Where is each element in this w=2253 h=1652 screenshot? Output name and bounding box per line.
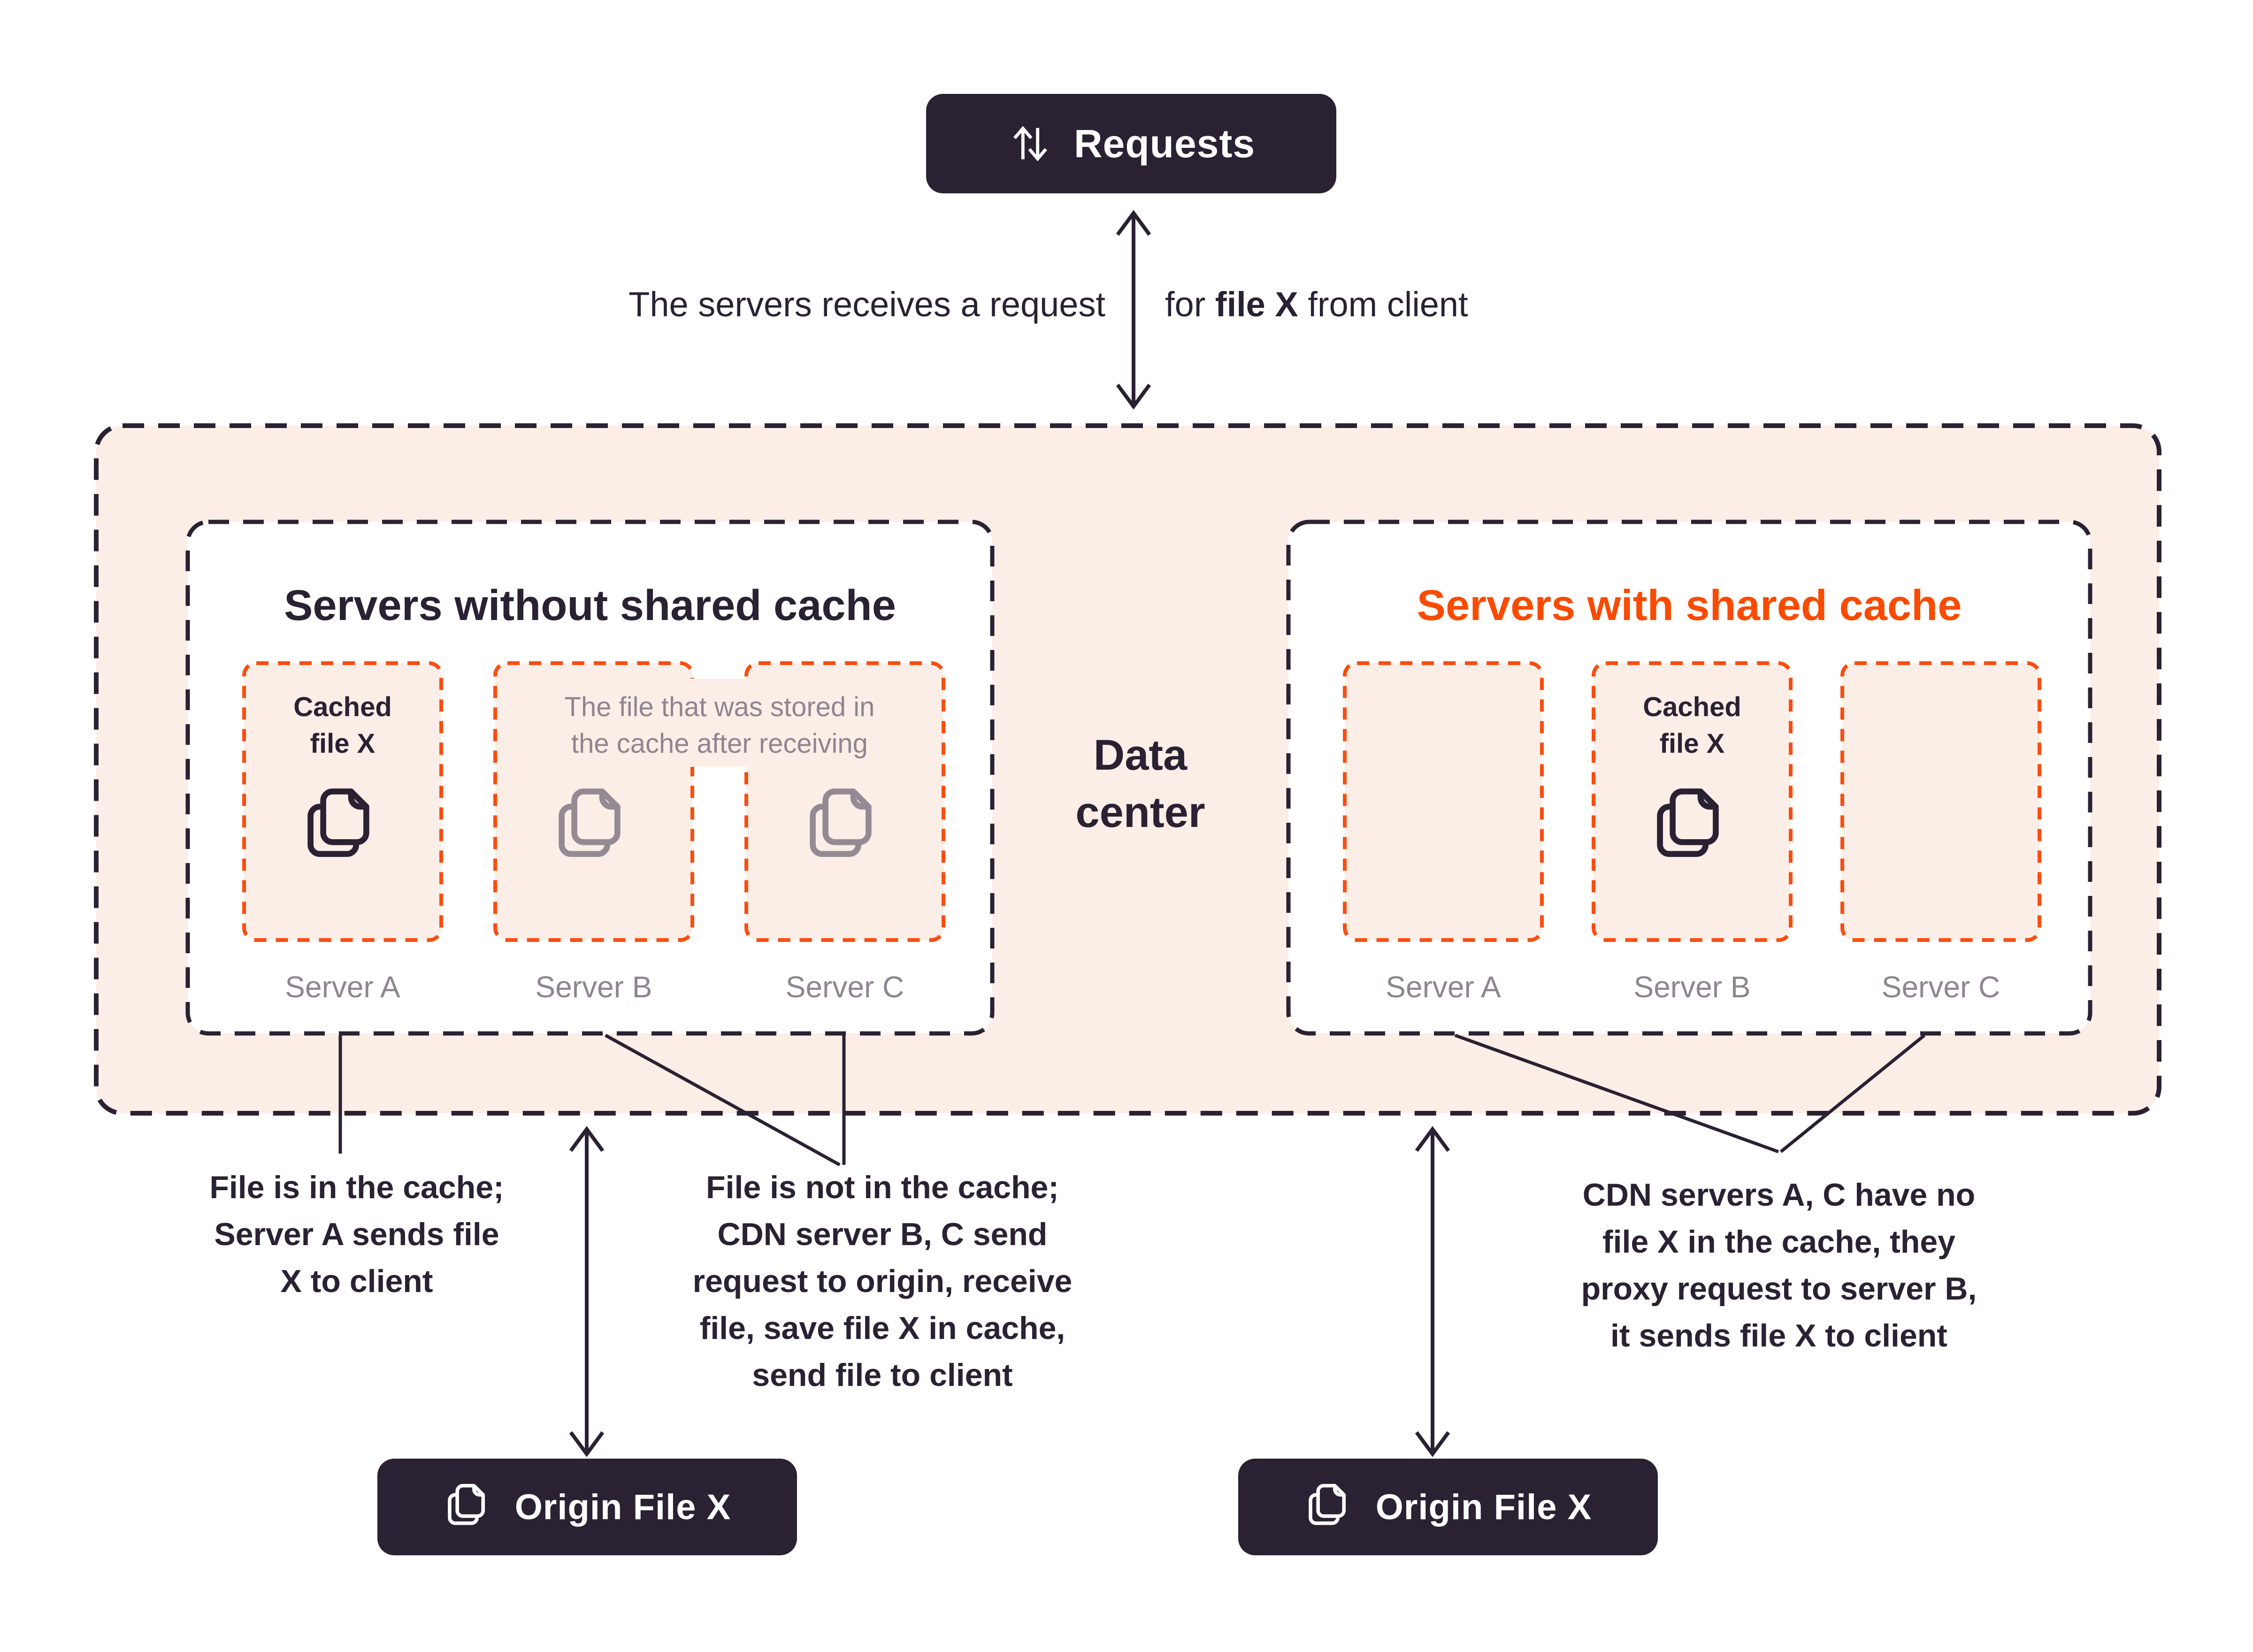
origin-file-badge-right: Origin File X (1238, 1459, 1658, 1555)
origin-file-label: Origin File X (1375, 1487, 1592, 1527)
server-a-label-left: Server A (285, 970, 400, 1004)
stored-file-caption: The file that was stored in the cache af… (564, 692, 875, 759)
server-c-label-left: Server C (785, 970, 904, 1004)
server-b-label-left: Server B (535, 970, 652, 1004)
server-c-label-right: Server C (1881, 970, 2000, 1004)
origin-files-icon (444, 1482, 494, 1532)
cached-file-label-right-b: Cached file X (1643, 692, 1741, 759)
caption-right-pre: for (1165, 285, 1215, 324)
cached-file-label-left-a: Cached file X (293, 692, 392, 759)
title-with-shared-cache: Servers with shared cache (1417, 581, 1962, 629)
caption-right-bold: file X (1215, 285, 1298, 324)
request-arrows (569, 210, 1450, 1457)
annotation-shared-cache: CDN servers A, C have no file X in the c… (1581, 1177, 1977, 1354)
span-label-backdrop (510, 679, 929, 767)
server-b-label-right: Server B (1633, 970, 1751, 1004)
server-c-box-right (1840, 661, 2041, 942)
up-down-arrows-icon (1013, 126, 1047, 161)
connector-lines (338, 1033, 1926, 1167)
annotation-cache-hit: File is in the cache; Server A sends fil… (209, 1170, 504, 1299)
annotation-cache-miss: File is not in the cache; CDN server B, … (692, 1170, 1073, 1393)
caption-request-left: The servers receives a request (628, 285, 1105, 324)
origin-file-badge-left: Origin File X (377, 1459, 797, 1555)
requests-badge: Requests (926, 94, 1336, 193)
origin-file-label: Origin File X (514, 1487, 731, 1527)
server-a-label-right: Server A (1386, 970, 1501, 1004)
title-without-shared-cache: Servers without shared cache (284, 581, 896, 629)
caption-request-right: for file X from client (1165, 284, 1869, 324)
server-a-box-right (1343, 661, 1544, 942)
caption-right-post: from client (1298, 285, 1468, 324)
requests-label: Requests (1073, 121, 1256, 166)
origin-files-icon (1304, 1482, 1355, 1532)
data-center-label: Data center (1075, 731, 1205, 836)
